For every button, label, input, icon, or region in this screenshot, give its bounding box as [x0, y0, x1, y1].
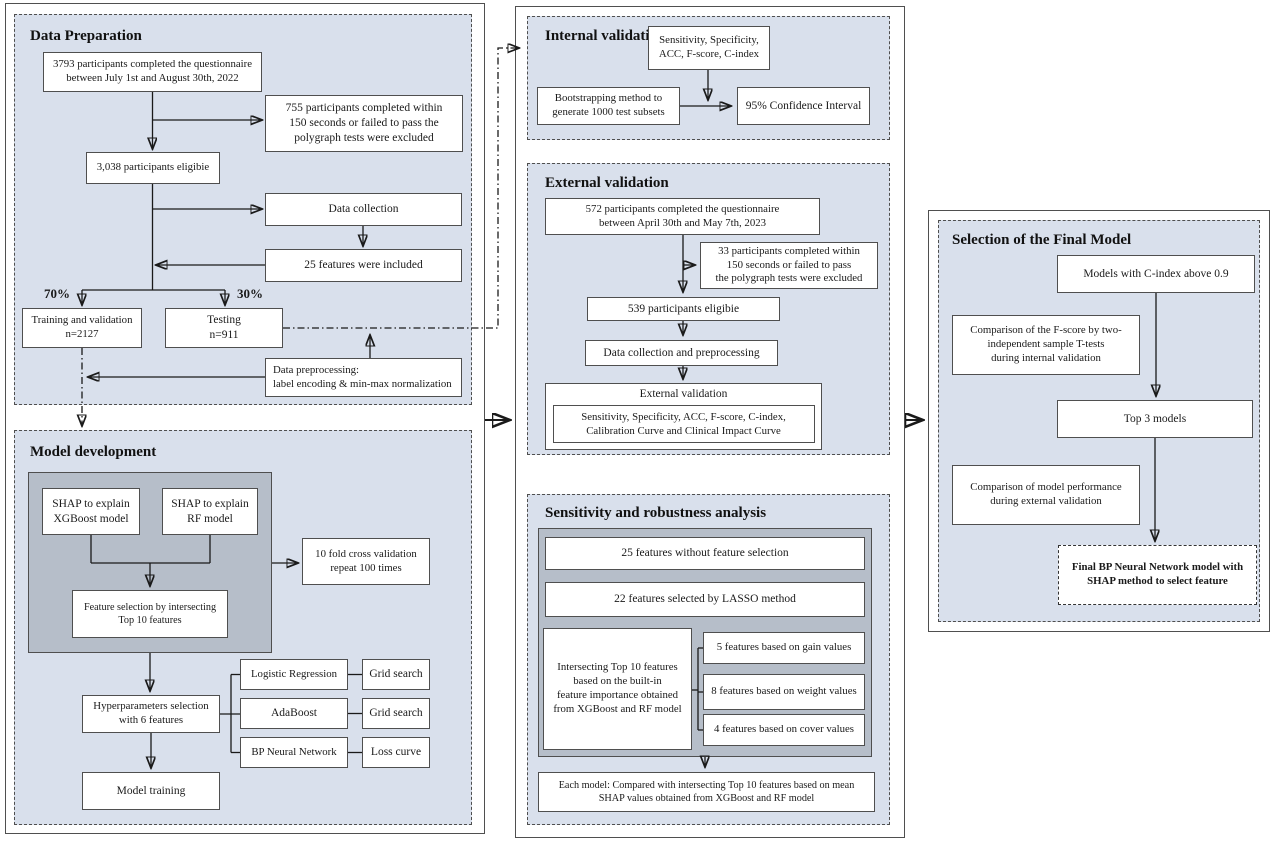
box-shap-rf: SHAP to explain RF model — [162, 488, 258, 535]
box-hyperparameters: Hyperparameters selection with 6 feature… — [82, 695, 220, 733]
box-internal-metrics: Sensitivity, Specificity, ACC, F-score, … — [648, 26, 770, 70]
box-grid-search-2: Grid search — [362, 698, 430, 729]
box-external-validation-group: External validation Sensitivity, Specifi… — [545, 383, 822, 450]
box-performance-comparison: Comparison of model performance during e… — [952, 465, 1140, 525]
box-weight-8: 8 features based on weight values — [703, 674, 865, 710]
box-bootstrapping: Bootstrapping method to generate 1000 te… — [537, 87, 680, 125]
section-title-internal-validation: Internal validation — [545, 28, 666, 44]
label-70-percent: 70% — [44, 286, 70, 301]
box-each-model: Each model: Compared with intersecting T… — [538, 772, 875, 812]
box-features-25-no-selection: 25 features without feature selection — [545, 537, 865, 570]
box-excluded-33: 33 participants completed within 150 sec… — [700, 242, 878, 289]
box-adaboost: AdaBoost — [240, 698, 348, 729]
box-collection-preprocessing: Data collection and preprocessing — [585, 340, 778, 366]
section-title-model-development: Model development — [30, 444, 157, 460]
box-participants-3793: 3793 participants completed the question… — [43, 52, 262, 92]
section-title-sensitivity: Sensitivity and robustness analysis — [545, 505, 767, 521]
box-excluded-755: 755 participants completed within 150 se… — [265, 95, 463, 152]
box-cross-validation: 10 fold cross validation repeat 100 time… — [302, 538, 430, 585]
box-participants-572: 572 participants completed the questionn… — [545, 198, 820, 235]
section-title-external-validation: External validation — [545, 175, 669, 191]
box-eligible-3038: 3,038 participants eligibie — [86, 152, 220, 184]
box-bp-neural-network: BP Neural Network — [240, 737, 348, 768]
box-cindex-above: Models with C-index above 0.9 — [1057, 255, 1255, 293]
box-fscore-comparison: Comparison of the F-score by two- indepe… — [952, 315, 1140, 375]
box-top3-models: Top 3 models — [1057, 400, 1253, 438]
box-testing: Testing n=911 — [165, 308, 283, 348]
label-30-percent: 30% — [237, 286, 263, 301]
box-features-25: 25 features were included — [265, 249, 462, 282]
box-feature-selection: Feature selection by intersecting Top 10… — [72, 590, 228, 638]
box-external-metrics: Sensitivity, Specificity, ACC, F-score, … — [552, 404, 815, 443]
box-external-validation-label: External validation — [639, 388, 728, 400]
box-preprocessing: Data preprocessing: label encoding & min… — [265, 358, 462, 397]
box-logistic-regression: Logistic Regression — [240, 659, 348, 690]
box-data-collection: Data collection — [265, 193, 462, 226]
box-cover-4: 4 features based on cover values — [703, 714, 865, 746]
box-grid-search-1: Grid search — [362, 659, 430, 690]
box-final-model: Final BP Neural Network model with SHAP … — [1058, 545, 1257, 605]
box-training-validation: Training and validation n=2127 — [22, 308, 142, 348]
section-title-data-preparation: Data Preparation — [30, 28, 142, 44]
box-confidence-interval: 95% Confidence Interval — [737, 87, 870, 125]
box-shap-xgboost: SHAP to explain XGBoost model — [42, 488, 140, 535]
box-intersecting-top10: Intersecting Top 10 features based on th… — [543, 628, 692, 750]
box-gain-5: 5 features based on gain values — [703, 632, 865, 664]
box-loss-curve: Loss curve — [362, 737, 430, 768]
box-features-22-lasso: 22 features selected by LASSO method — [545, 582, 865, 617]
section-title-final-model: Selection of the Final Model — [952, 232, 1132, 248]
box-eligible-539: 539 participants eligibie — [587, 297, 780, 321]
box-model-training: Model training — [82, 772, 220, 810]
